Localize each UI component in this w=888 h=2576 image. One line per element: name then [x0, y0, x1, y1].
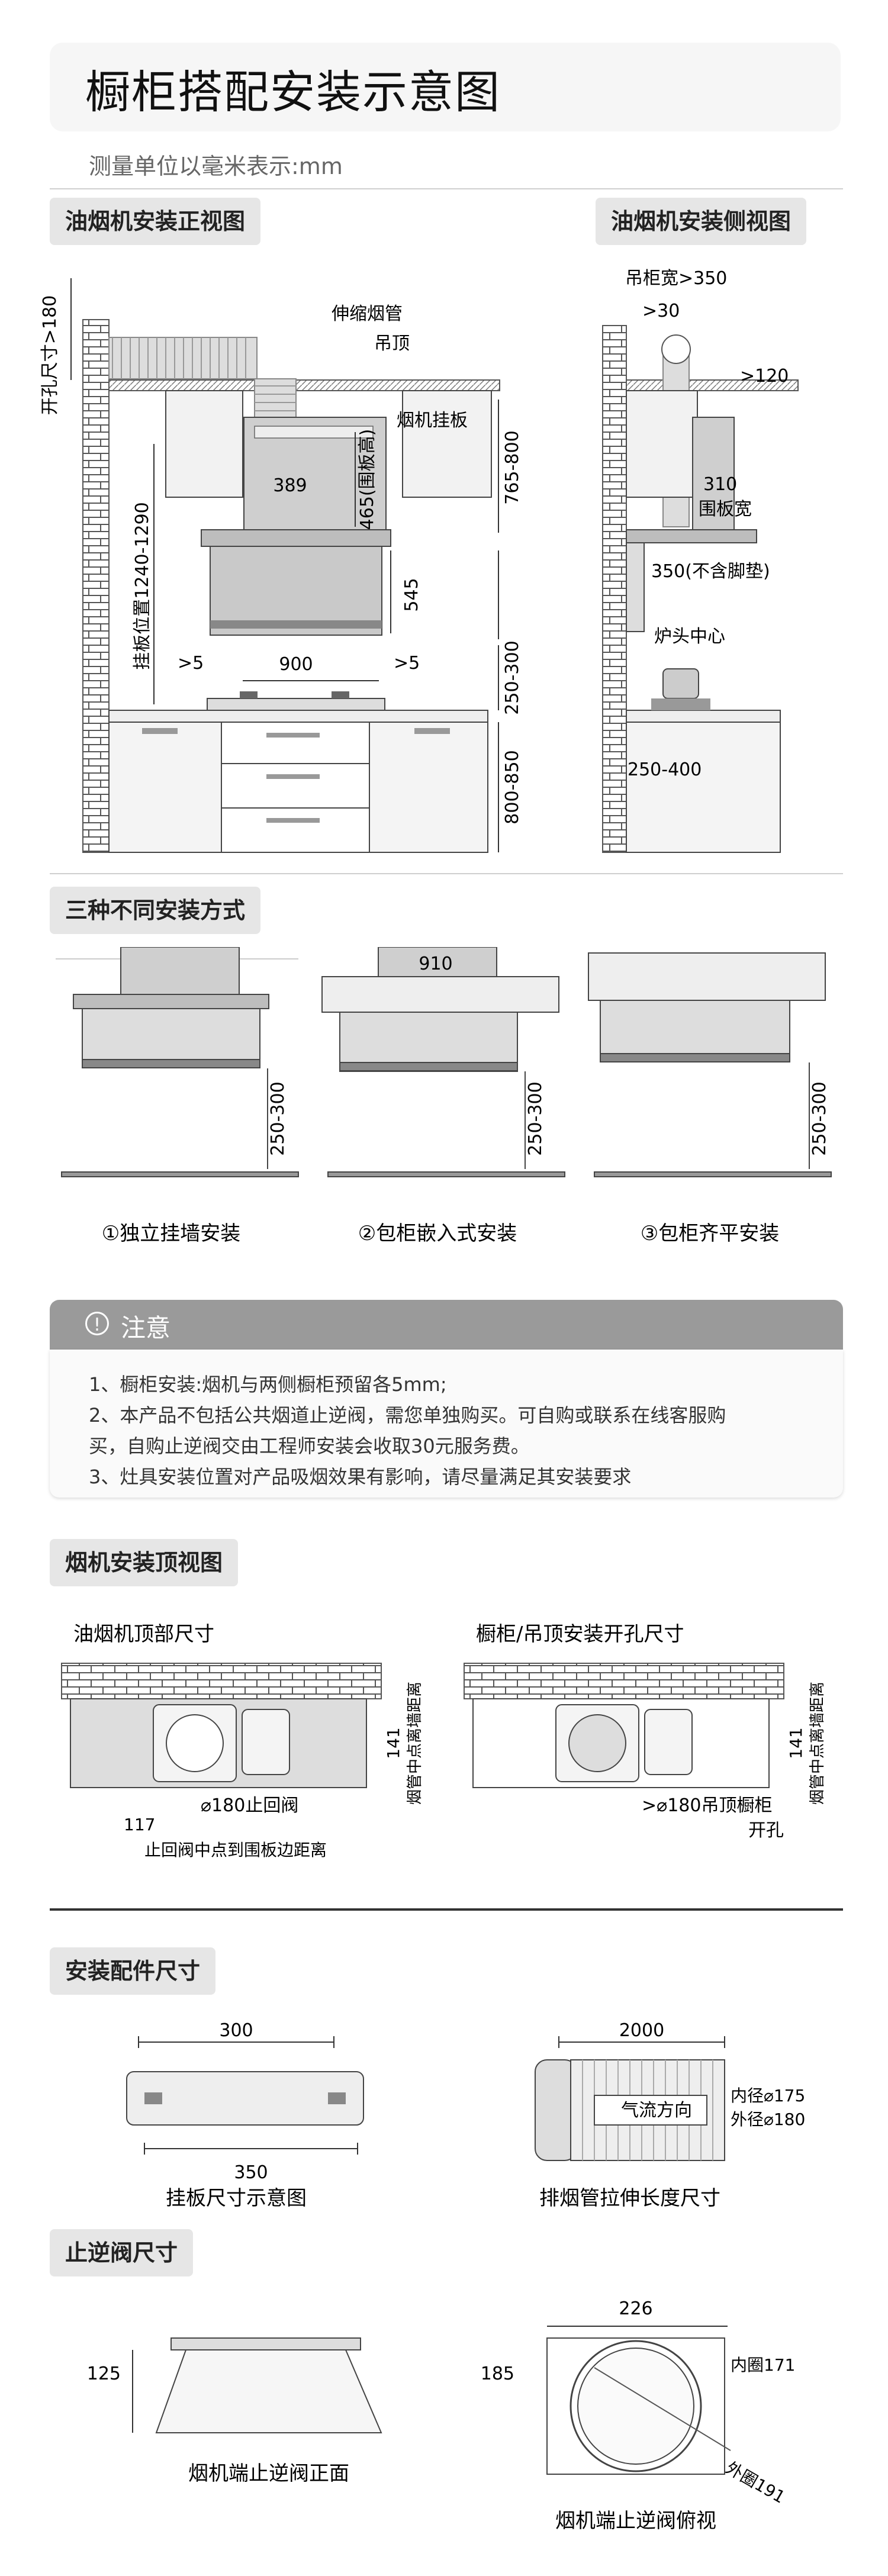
method2-height: 250-300	[525, 1081, 546, 1155]
w389-label: 389	[273, 475, 307, 496]
methods-tag: 三种不同安装方式	[50, 887, 261, 934]
w910-label: 910	[419, 954, 452, 974]
d250-label: 250-400	[628, 759, 702, 780]
ceiling-label: 吊顶	[374, 333, 410, 354]
h765-label: 765-800	[502, 430, 523, 504]
h545-label: 545	[401, 578, 422, 611]
front-view-tag: 油烟机安装正视图	[50, 198, 261, 245]
countertop	[108, 710, 488, 723]
valve-front-flange	[170, 2337, 361, 2350]
side-brick-wall	[602, 325, 627, 853]
valve-label: ⌀180止回阀	[201, 1795, 298, 1816]
valve-edge-label: 止回阀中点到围板边距离	[144, 1840, 327, 1860]
hanging-plate	[254, 426, 374, 439]
top-left-title: 油烟机顶部尺寸	[73, 1622, 214, 1646]
gap-right-label: >5	[394, 653, 420, 674]
method3-caption: ③包柜齐平安装	[641, 1222, 779, 1245]
burner-label: 炉头中心	[654, 626, 725, 647]
title-card: 橱柜搭配安装示意图	[50, 43, 841, 131]
d141-left: 141	[384, 1727, 403, 1759]
h185-label: 185	[481, 2364, 514, 2384]
hole-label: >⌀180吊顶橱柜	[642, 1795, 772, 1816]
side-view-tag: 油烟机安装侧视图	[596, 198, 807, 245]
h800-label: 800-850	[502, 750, 523, 824]
info-icon: !	[85, 1312, 109, 1335]
ceiling-slab	[108, 379, 500, 391]
accessories-tag: 安装配件尺寸	[50, 1947, 216, 1995]
valve-front-body	[155, 2349, 382, 2433]
accessories-diagram: 300 350 挂板尺寸示意图 2000 气流方向 内径⌀175 外径⌀180 …	[126, 2020, 805, 2208]
method1-caption: ①独立挂墙安装	[102, 1222, 240, 1245]
valve-circle	[166, 1714, 224, 1772]
hanging-plate-drawing	[126, 2071, 364, 2126]
cab-width-label: 吊柜宽>350	[625, 268, 727, 289]
w900-label: 900	[279, 654, 313, 675]
page-title: 橱柜搭配安装示意图	[85, 66, 501, 118]
pipe-caption: 排烟管拉伸长度尺寸	[539, 2187, 720, 2208]
wall-dist-left: 烟管中点离墙距离	[406, 1682, 424, 1805]
w310-label: 310	[703, 474, 737, 495]
pot-icon	[662, 668, 699, 699]
outer-ring-label: 外圈191	[723, 2458, 789, 2507]
d117-label: 117	[124, 1815, 155, 1834]
method2-caption: ②包柜嵌入式安装	[358, 1222, 517, 1245]
w2000-label: 2000	[619, 2020, 664, 2041]
h465-label: 465(围板高)	[357, 429, 378, 530]
stove	[207, 698, 385, 711]
hole-size-label: 开孔尺寸>180	[40, 295, 60, 415]
valve-tag: 止逆阀尺寸	[50, 2229, 194, 2276]
valve-front-caption: 烟机端止逆阀正面	[188, 2462, 349, 2485]
valve-inner-ring	[577, 2348, 694, 2465]
top-view-diagram: 油烟机顶部尺寸 橱柜/吊顶安装开孔尺寸 141 烟管中点离墙距离 ⌀180止回阀…	[61, 1622, 826, 1860]
hole-label-2: 开孔	[748, 1820, 784, 1841]
wall-dist-right: 烟管中点离墙距离	[809, 1682, 826, 1805]
inner-ring-label: 内圈171	[731, 2355, 795, 2375]
section-divider	[50, 1908, 843, 1911]
top-view-tag: 烟机安装顶视图	[50, 1539, 239, 1586]
valve-top-caption: 烟机端止逆阀俯视	[555, 2509, 716, 2533]
h250-label: 250-300	[502, 640, 523, 714]
d120-label: >120	[740, 366, 789, 387]
front-side-diagram: 开孔尺寸>180 伸缩烟管 吊顶 烟机挂板 389 465(围板高) 765-8…	[40, 268, 799, 853]
valve-outer-ring	[570, 2340, 702, 2472]
divider	[50, 188, 843, 189]
plate-width-label: 围板宽	[699, 499, 752, 520]
h125-label: 125	[87, 2364, 121, 2384]
brick-wall	[82, 319, 110, 853]
hole-circle	[568, 1714, 626, 1772]
plate-label: 烟机挂板	[397, 410, 468, 431]
wall-cabinet-right	[402, 390, 492, 498]
d30-label: >30	[642, 301, 680, 321]
valve-diagram: 125 烟机端止逆阀正面 226 185 内圈171 外圈191 烟机端止逆阀俯…	[87, 2298, 796, 2533]
plate-caption: 挂板尺寸示意图	[166, 2187, 307, 2208]
method1-height: 250-300	[268, 1081, 288, 1155]
side-hood-body	[626, 529, 757, 543]
wall-cabinet-left	[165, 390, 243, 498]
outer-diameter: 外径⌀180	[731, 2110, 805, 2129]
d141-right: 141	[786, 1727, 806, 1759]
gap-left-label: >5	[178, 653, 204, 674]
notice-line-1: 1、橱柜安装:烟机与两侧橱柜预留各5mm;	[89, 1373, 447, 1396]
w226-label: 226	[619, 2298, 652, 2319]
notice-line-4: 3、灶具安装位置对产品吸烟效果有影响，请尽量满足其安装要求	[89, 1466, 632, 1488]
notice-title: 注意	[121, 1313, 171, 1342]
notice-header: ! 注意	[50, 1300, 843, 1350]
hang-pos-label: 挂板位置1240-1290	[132, 502, 153, 670]
unit-note: 测量单位以毫米表示:mm	[89, 153, 343, 179]
airflow-label: 气流方向	[621, 2100, 692, 2121]
duct-label: 伸缩烟管	[332, 304, 403, 324]
d350-label: 350(不含脚垫)	[651, 561, 770, 582]
inner-diameter: 内径⌀175	[731, 2086, 805, 2105]
notice-line-2: 2、本产品不包括公共烟道止逆阀，需您单独购买。可自购或联系在线客服购	[89, 1404, 726, 1427]
divider	[50, 873, 843, 874]
top-right-title: 橱柜/吊顶安装开孔尺寸	[476, 1622, 684, 1646]
methods-diagram: 910 250-300 250-300 250-300 ①独立挂墙安装 ②包柜嵌…	[56, 947, 832, 1245]
notice-body: 1、橱柜安装:烟机与两侧橱柜预留各5mm; 2、本产品不包括公共烟道止逆阀，需您…	[50, 1350, 843, 1498]
w350-label: 350	[234, 2162, 268, 2183]
notice-line-3: 买，自购止逆阀交由工程师安装会收取30元服务费。	[89, 1435, 530, 1457]
w300-label: 300	[219, 2020, 253, 2041]
method3-height: 250-300	[809, 1081, 830, 1155]
side-hood-chimney	[692, 417, 735, 530]
